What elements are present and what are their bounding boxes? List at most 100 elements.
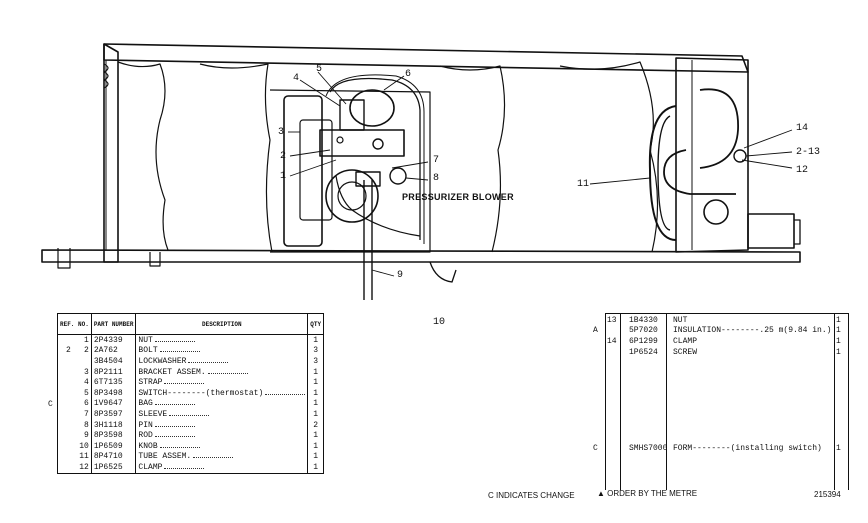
qty-cell: 1 bbox=[836, 444, 841, 453]
ref-cell: 11 bbox=[57, 451, 92, 463]
broken-section-mid bbox=[439, 65, 506, 253]
part-cell: 1B4330 bbox=[629, 316, 658, 325]
desc-cell: INSULATION--------.25 m(9.84 in.) bbox=[673, 326, 832, 335]
description-cell: STRAP bbox=[135, 377, 309, 388]
tube-fitting bbox=[703, 199, 729, 225]
desc-cell: NUT bbox=[673, 316, 688, 325]
part-number-cell: 3H1118 bbox=[91, 419, 137, 431]
part-number-cell: 2A762 bbox=[91, 345, 137, 357]
part-cell: 1P6524 bbox=[629, 348, 658, 357]
control-rod bbox=[363, 180, 373, 300]
table-header-row: REF. NO. PART NUMBER DESCRIPTION QTY bbox=[57, 313, 324, 335]
mark-cell: A bbox=[593, 326, 598, 335]
part-number-cell: 2P4339 bbox=[91, 334, 137, 346]
header-ref: REF. NO. bbox=[57, 313, 92, 335]
housing-top-edge bbox=[103, 43, 749, 73]
qty-cell: 2 bbox=[313, 420, 319, 430]
callout-9: 9 bbox=[397, 270, 404, 281]
change-mark-row2: 2 bbox=[66, 346, 71, 355]
description-cell: BRACKET ASSEM. bbox=[135, 366, 309, 378]
mark-cell: C bbox=[593, 444, 598, 453]
part-number-cell: 3B4504 bbox=[91, 356, 137, 367]
desc-cell: SCREW bbox=[673, 348, 698, 357]
callout-6: 6 bbox=[405, 69, 412, 80]
qty-cell: 1 bbox=[836, 316, 841, 325]
callout-11: 11 bbox=[577, 179, 590, 190]
part-number-cell: 1P6509 bbox=[91, 440, 137, 452]
qty-cell: 1 bbox=[313, 431, 319, 441]
ref-cell: 3 bbox=[57, 366, 92, 378]
change-note: C INDICATES CHANGE bbox=[488, 491, 575, 500]
part-cell: SMHS7000 bbox=[629, 444, 668, 453]
right-unit-frame bbox=[675, 57, 749, 253]
ref-cell: 2 bbox=[57, 345, 92, 357]
part-number-cell: 8P4710 bbox=[91, 451, 137, 463]
description-cell: LOCKWASHER bbox=[135, 356, 309, 367]
description-cell: BOLT bbox=[135, 345, 309, 357]
desc-cell: FORM--------(installing switch) bbox=[673, 444, 822, 453]
callout-10: 10 bbox=[433, 317, 446, 328]
description-cell: CLAMP bbox=[135, 462, 309, 474]
ref-cell: 14 bbox=[607, 337, 617, 346]
tube-assembly bbox=[648, 105, 677, 241]
qty-cell: 1 bbox=[313, 462, 319, 472]
part-number-cell: 8P3598 bbox=[91, 430, 137, 441]
callout-7: 7 bbox=[433, 155, 440, 166]
description-cell: PIN bbox=[135, 419, 309, 431]
ref-cell: 12 bbox=[57, 462, 92, 474]
blower-housing bbox=[283, 95, 323, 247]
callout-2-13: 2-13 bbox=[796, 147, 821, 158]
housing-bottom-rail bbox=[41, 249, 801, 263]
description-cell: KNOB bbox=[135, 440, 309, 452]
qty-cell: 1 bbox=[313, 388, 319, 398]
callout-3: 3 bbox=[278, 127, 285, 138]
ref-cell: 7 bbox=[57, 409, 92, 420]
desc-cell: CLAMP bbox=[673, 337, 698, 346]
ref-cell: 9 bbox=[57, 430, 92, 441]
part-number-cell: 1V9647 bbox=[91, 398, 137, 410]
ref-cell: 10 bbox=[57, 440, 92, 452]
ref-cell: 5 bbox=[57, 387, 92, 399]
callout-12: 12 bbox=[796, 165, 809, 176]
table-row: C SMHS7000 FORM--------(installing switch)… bbox=[593, 444, 841, 454]
ref-cell: 6 bbox=[57, 398, 92, 410]
qty-cell: 1 bbox=[836, 337, 841, 346]
qty-cell: 1 bbox=[313, 378, 319, 388]
qty-cell: 1 bbox=[313, 409, 319, 419]
part-cell: 5P7020 bbox=[629, 326, 658, 335]
pin bbox=[389, 167, 407, 185]
part-cell: 6P1299 bbox=[629, 337, 658, 346]
metre-note: ▲ ORDER BY THE METRE bbox=[597, 489, 698, 498]
parts-table-right bbox=[605, 313, 849, 490]
description-cell: ROD bbox=[135, 430, 309, 441]
wiring-bundle bbox=[329, 77, 421, 240]
technical-drawing bbox=[41, 43, 801, 300]
part-number-cell: 8P2111 bbox=[91, 366, 137, 378]
change-mark-row5: C bbox=[48, 400, 53, 409]
left-coil-spring bbox=[103, 63, 109, 89]
ref-cell: 4 bbox=[57, 377, 92, 388]
callout-5: 5 bbox=[316, 64, 323, 75]
header-part: PART NUMBER bbox=[91, 313, 137, 335]
part-number-cell: 1P6525 bbox=[91, 462, 137, 474]
table-row: 14 6P1299 CLAMP 1 bbox=[593, 337, 841, 347]
broken-section-left bbox=[117, 61, 169, 251]
qty-cell: 1 bbox=[836, 326, 841, 335]
qty-cell: 1 bbox=[313, 441, 319, 451]
description-cell: BAG bbox=[135, 398, 309, 410]
callout-8: 8 bbox=[433, 173, 440, 184]
qty-cell: 1 bbox=[313, 367, 319, 377]
